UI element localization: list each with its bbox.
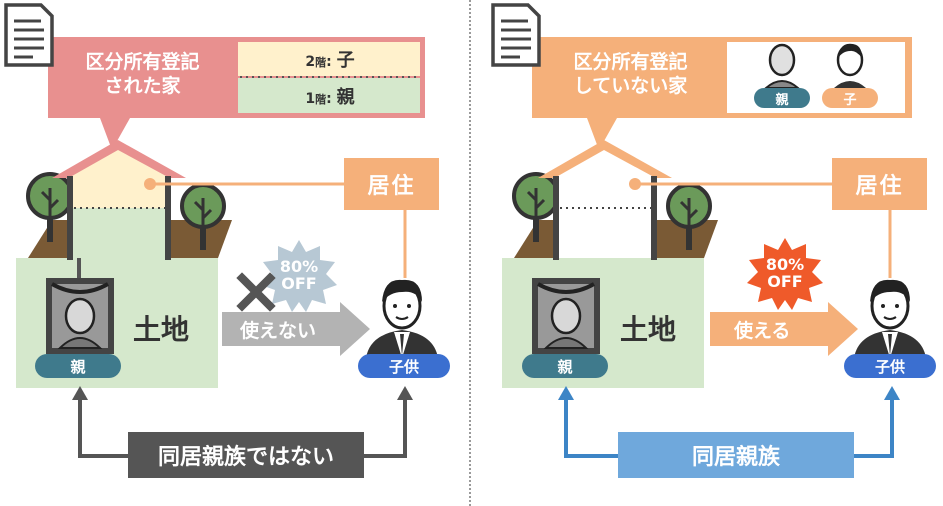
floor2-occupant: 子 xyxy=(336,50,355,71)
tree-icon xyxy=(512,172,560,242)
left-callout-bubble xyxy=(48,37,425,150)
tree-icon xyxy=(26,172,74,242)
parent-pill: 親 xyxy=(35,354,121,378)
badge-line1: 80% xyxy=(765,255,805,274)
floor1-suffix: 階 xyxy=(315,93,327,106)
floor1-occupant: 親 xyxy=(336,87,355,108)
floor2-number: 2 xyxy=(305,54,316,70)
callout-title-line2: された家 xyxy=(104,75,181,97)
left-callout-title: 区分所有登記 された家 xyxy=(50,50,235,98)
house-icon xyxy=(538,140,672,260)
businessman-icon xyxy=(854,279,926,358)
badge-line2: OFF xyxy=(281,274,317,293)
land-label: 土地 xyxy=(133,313,190,346)
arrow-icon xyxy=(222,302,370,356)
live-box: 居住 xyxy=(344,158,439,210)
arrow-label: 使える xyxy=(734,320,791,342)
arrow-label: 使えない xyxy=(240,320,317,342)
right-relation-arrows xyxy=(558,386,900,458)
parent-tag: 親 xyxy=(754,88,810,108)
relation-box: 同居親族 xyxy=(618,432,854,478)
cross-icon xyxy=(236,272,276,312)
badge-text: 80% OFF xyxy=(258,258,340,292)
document-icon xyxy=(4,3,54,67)
floor2-label: 2階: 子 xyxy=(305,50,355,71)
relation-box: 同居親族ではない xyxy=(128,432,364,478)
badge-line2: OFF xyxy=(767,272,803,291)
callout-title-line1: 区分所有登記 xyxy=(573,51,688,73)
floor1-label: 1階: 親 xyxy=(305,87,355,108)
parent-mini-icon xyxy=(764,43,800,88)
tree-icon xyxy=(180,183,226,250)
arrow-icon xyxy=(710,302,858,356)
callout-title-line1: 区分所有登記 xyxy=(85,51,200,73)
right-panel: 区分所有登記 していない家 親 子 xyxy=(472,0,943,506)
land-label: 土地 xyxy=(620,313,677,346)
child-pill: 子供 xyxy=(358,354,450,378)
parent-portrait-icon xyxy=(532,278,600,354)
child-mini-icon xyxy=(834,43,866,88)
document-icon xyxy=(491,3,541,67)
starburst-badge-icon xyxy=(261,240,337,312)
left-relation-arrows xyxy=(72,386,413,458)
child-tag: 子 xyxy=(822,88,878,108)
starburst-badge-icon xyxy=(747,238,823,310)
floor2-suffix: 階 xyxy=(315,56,327,69)
floor1-number: 1 xyxy=(305,91,316,107)
center-divider xyxy=(469,0,471,506)
callout-title-line2: していない家 xyxy=(573,75,688,97)
house-icon xyxy=(52,140,186,260)
badge-text: 80% OFF xyxy=(744,256,826,290)
parent-portrait-icon xyxy=(46,278,114,354)
child-pill: 子供 xyxy=(844,354,936,378)
parent-pill: 親 xyxy=(522,354,608,378)
badge-line1: 80% xyxy=(279,257,319,276)
right-callout-title: 区分所有登記 していない家 xyxy=(538,50,723,98)
businessman-icon xyxy=(366,279,438,358)
left-panel: 区分所有登記 された家 2階: 子 1階: 親 xyxy=(0,0,465,506)
live-box: 居住 xyxy=(832,158,927,210)
